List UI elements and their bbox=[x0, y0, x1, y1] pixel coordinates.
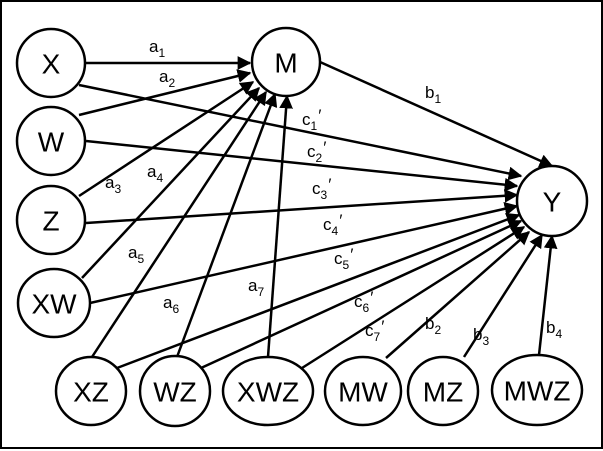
node-label-xz: XZ bbox=[73, 377, 109, 408]
node-shape-y bbox=[515, 164, 589, 238]
edge-xwz-to-m bbox=[266, 94, 293, 358]
edge-label-b2: b2 bbox=[425, 314, 441, 337]
node-shape-w bbox=[15, 105, 87, 177]
node-shape-z bbox=[15, 184, 87, 256]
edge-xw-to-m bbox=[81, 86, 260, 279]
node-shape-xwz bbox=[221, 355, 315, 427]
node-mz: MZ bbox=[406, 355, 480, 427]
edge-label-c1-prime: c1′ bbox=[302, 106, 321, 133]
edge-z-to-m bbox=[78, 80, 255, 198]
node-y: Y bbox=[515, 164, 589, 238]
edge-w-to-m bbox=[78, 69, 252, 117]
edge-label-b3: b3 bbox=[473, 325, 489, 348]
node-label-z: Z bbox=[42, 206, 59, 237]
edges-layer bbox=[78, 56, 558, 370]
edge-label-c2-prime: c2′ bbox=[307, 138, 326, 165]
node-label-mwz: MWZ bbox=[504, 376, 571, 407]
node-shape-xz bbox=[54, 355, 128, 427]
edge-label-c6-prime: c6′ bbox=[354, 288, 373, 315]
edge-mz-to-y bbox=[462, 233, 544, 358]
node-label-mz: MZ bbox=[423, 377, 463, 408]
node-z: Z bbox=[15, 184, 87, 256]
node-label-x: X bbox=[42, 49, 61, 80]
edge-wz-to-m bbox=[175, 92, 278, 358]
edge-label-c7-prime: c7′ bbox=[365, 317, 384, 344]
edge-label-a1: a1 bbox=[149, 37, 165, 60]
edge-mwz-to-y bbox=[537, 234, 558, 356]
edge-xwz-to-y bbox=[301, 225, 526, 370]
node-label-mw: MW bbox=[338, 377, 388, 408]
edge-x-to-y bbox=[78, 83, 523, 181]
edge-xz-to-y bbox=[116, 212, 521, 370]
node-x: X bbox=[15, 27, 87, 99]
node-mw: MW bbox=[323, 355, 403, 427]
edge-xz-to-m bbox=[90, 90, 268, 358]
node-shape-mz bbox=[406, 355, 480, 427]
edge-label-a4: a4 bbox=[147, 162, 163, 185]
edge-label-a3: a3 bbox=[105, 173, 121, 196]
edge-mw-to-y bbox=[385, 231, 531, 359]
edge-xw-to-y bbox=[89, 202, 519, 305]
edge-label-b4: b4 bbox=[546, 318, 562, 341]
node-shape-wz bbox=[138, 354, 212, 428]
edge-w-to-y bbox=[85, 139, 519, 192]
node-shape-mwz bbox=[490, 353, 584, 427]
edge-z-to-y bbox=[85, 188, 519, 225]
node-shape-x bbox=[15, 27, 87, 99]
node-mwz: MWZ bbox=[490, 353, 584, 427]
node-m: M bbox=[250, 26, 322, 98]
node-label-m: M bbox=[274, 48, 297, 79]
node-xw: XW bbox=[16, 267, 92, 339]
edge-m-to-y bbox=[319, 60, 554, 168]
edge-label-c4-prime: c4′ bbox=[323, 211, 342, 238]
node-shape-xw bbox=[16, 267, 92, 339]
edge-wz-to-y bbox=[200, 219, 523, 370]
edge-label-b1: b1 bbox=[425, 83, 441, 106]
node-label-xwz: XWZ bbox=[237, 377, 299, 408]
edge-label-a6: a6 bbox=[163, 293, 179, 316]
node-xz: XZ bbox=[54, 355, 128, 427]
node-w: W bbox=[15, 105, 87, 177]
edge-label-a2: a2 bbox=[159, 67, 175, 90]
node-shape-m bbox=[250, 26, 322, 98]
node-label-wz: WZ bbox=[153, 377, 197, 408]
node-label-xw: XW bbox=[31, 289, 77, 320]
edge-label-a7: a7 bbox=[248, 276, 264, 299]
edge-label-a5: a5 bbox=[128, 243, 144, 266]
edge-labels-layer: a1 a2 a3 a4 a5 a6 a7 b1 c1′ c2′ c3′ c4′ c5′c6′ c7′ b2 b… bbox=[105, 37, 562, 348]
edge-label-c3-prime: c3′ bbox=[312, 175, 331, 202]
node-label-y: Y bbox=[543, 187, 562, 218]
node-wz: WZ bbox=[138, 354, 212, 428]
node-shape-mw bbox=[323, 355, 403, 427]
node-label-w: W bbox=[38, 127, 65, 158]
node-xwz: XWZ bbox=[221, 355, 315, 427]
edge-label-c5-prime: c5′ bbox=[334, 245, 353, 272]
